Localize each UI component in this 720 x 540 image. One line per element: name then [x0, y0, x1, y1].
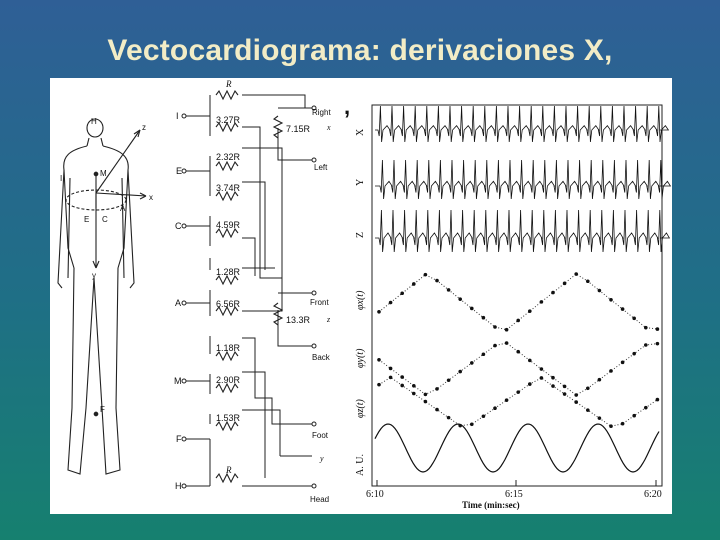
trace-au — [374, 423, 660, 473]
resistor-label-13: R — [225, 465, 232, 475]
resistor-label-7: 1.28R — [216, 267, 241, 277]
body-point-c: C — [102, 215, 108, 224]
recording-panel: X Y Z φx(t) φy(t) φz(t) A. U. 6:10 6:15 … — [355, 104, 672, 510]
body-axis-z: z — [142, 123, 146, 132]
row-label-phix: φx(t) — [355, 290, 366, 310]
resistor-label-8: 6.56R — [216, 299, 241, 309]
resistor-label-6: 4.59R — [216, 220, 241, 230]
body-axis-x: x — [149, 193, 153, 202]
body-point-a: A — [120, 204, 126, 213]
trace-phiy — [377, 341, 660, 397]
output-head: Head — [310, 495, 329, 504]
trace-x — [375, 105, 670, 143]
output-back: Back — [312, 353, 331, 362]
trace-z — [375, 209, 671, 253]
row-label-x: X — [355, 128, 366, 136]
output-axis-z: z — [326, 315, 331, 324]
resistor-label-1: R — [225, 79, 232, 89]
input-h: H — [175, 481, 182, 491]
trace-y — [375, 159, 672, 200]
row-label-au: A. U. — [355, 454, 366, 476]
body-diagram — [57, 118, 147, 475]
resistor-label-2: 3.27R — [216, 115, 241, 125]
body-point-f: F — [100, 405, 105, 414]
terminals — [181, 105, 317, 489]
resistor-network-wires — [186, 94, 312, 487]
output-front: Front — [310, 298, 329, 307]
body-labels: H I M E C A F x y z — [60, 117, 153, 414]
input-i: I — [176, 111, 179, 121]
x-tick-1: 6:10 — [366, 489, 384, 500]
resistor-zigzags — [215, 89, 284, 484]
body-point-i: I — [60, 174, 62, 183]
resistor-label-12: 1.53R — [216, 413, 241, 423]
row-label-phiy: φy(t) — [355, 348, 366, 368]
resistor-label-4: 2.32R — [216, 152, 241, 162]
row-label-phiz: φz(t) — [355, 398, 366, 418]
title-fragment: , — [344, 94, 350, 119]
body-point-m: M — [100, 169, 107, 178]
resistor-label-3: 7.15R — [286, 124, 311, 134]
output-right: Right — [312, 108, 331, 117]
body-axis-y: y — [92, 271, 96, 280]
figure-svg: H I M E C A F x y z — [57, 79, 672, 510]
x-axis-label: Time (min:sec) — [462, 500, 520, 510]
input-f: F — [176, 434, 182, 444]
body-point-h: H — [91, 117, 97, 126]
figure-panel: H I M E C A F x y z — [50, 78, 672, 514]
body-point-e: E — [84, 215, 89, 224]
network-labels: I E C A M F H R 3.27R 7.15R 2.32R 3.74R … — [174, 79, 331, 504]
output-axis-y: y — [319, 454, 324, 463]
row-label-z: Z — [355, 232, 366, 238]
trace-phix — [377, 272, 660, 332]
resistor-label-10: 1.18R — [216, 343, 241, 353]
slide-title: Vectocardiograma: derivaciones X, — [107, 34, 613, 67]
output-foot: Foot — [312, 431, 329, 440]
x-tick-2: 6:15 — [505, 489, 523, 500]
output-axis-x: x — [326, 123, 331, 132]
resistor-label-5: 3.74R — [216, 183, 241, 193]
input-a: A — [175, 298, 181, 308]
input-e: E — [176, 166, 182, 176]
x-tick-3: 6:20 — [644, 489, 662, 500]
row-label-y: Y — [355, 179, 366, 186]
resistor-label-11: 2.90R — [216, 375, 241, 385]
resistor-label-9: 13.3R — [286, 315, 311, 325]
output-left: Left — [314, 163, 328, 172]
input-m: M — [174, 376, 182, 386]
input-c: C — [175, 221, 182, 231]
trace-phiz — [377, 375, 660, 429]
